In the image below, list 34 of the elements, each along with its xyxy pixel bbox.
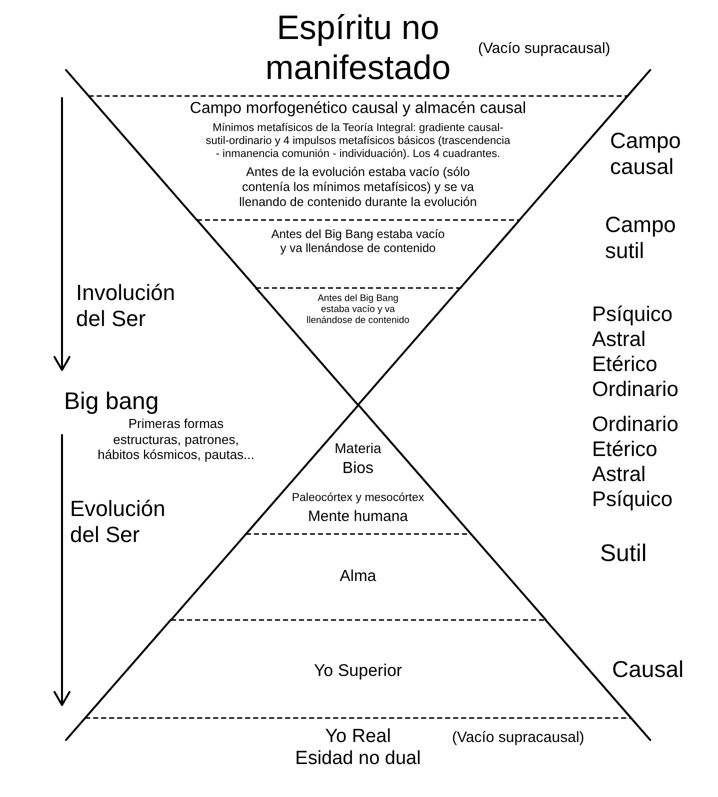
- description-text: Antes del Big Bang estaba vacío y va llenándose de contenido: [270, 227, 446, 255]
- stage-label: Involución del Ser: [76, 280, 176, 332]
- description-text: Antes del Big Bang estaba vacío y va llenándose de contenido: [305, 293, 410, 326]
- level-label: Sutil: [600, 540, 648, 568]
- stage-label: Evolución del Ser: [70, 496, 166, 548]
- stage-label: Alma: [338, 567, 377, 586]
- heading-text: Espíritu no manifestado: [264, 8, 452, 88]
- description-text: Antes de la evolución estaba vacío (sólo contenía los mínimos metafísicos) y se va llenando de contenido durante la evolución: [238, 165, 478, 210]
- stage-label: Mente humana: [306, 508, 409, 526]
- note-text: (Vacío supracausal): [478, 40, 612, 58]
- trapezoid-band: [194, 218, 522, 290]
- level-label: Psíquico: [592, 302, 674, 327]
- stage-label: Materia: [334, 440, 382, 457]
- level-label: Etérico: [592, 352, 658, 377]
- description-text: Mínimos metafísicos de la Teoría Integral: gradiente causal-sutil-ordinario y 4 impulsos metafísicos básicos (trascendencia - inmanencia comunión - individuación). Los 4 cuadrantes.: [204, 122, 511, 161]
- trapezoid-band: [168, 532, 548, 622]
- event-label: Big bang: [64, 388, 160, 416]
- note-text: (Vacío supracausal): [452, 729, 586, 747]
- level-label: Astral: [592, 327, 647, 352]
- level-label: Causal: [612, 656, 685, 683]
- level-label: Ordinario: [592, 377, 680, 402]
- section-heading: Campo morfogenético causal y almacén causal: [188, 99, 527, 118]
- level-label: Campo causal: [610, 128, 682, 180]
- stage-label: Paleocórtex y mesocórtex: [290, 491, 425, 505]
- level-label: Campo sutil: [605, 212, 677, 264]
- level-label: Etérico: [592, 437, 658, 462]
- description-text: Primeras formas estructuras, patrones, hábitos kósmicos, pautas...: [97, 416, 255, 462]
- level-label: Astral: [592, 462, 647, 487]
- stage-label: Bios: [341, 459, 374, 478]
- level-label: Psíquico: [592, 487, 674, 512]
- triangle-band: [254, 286, 462, 407]
- level-label: Ordinario: [592, 412, 680, 437]
- level-label: Yo Real Esidad no dual: [294, 726, 422, 770]
- stage-label: Yo Superior: [312, 661, 403, 681]
